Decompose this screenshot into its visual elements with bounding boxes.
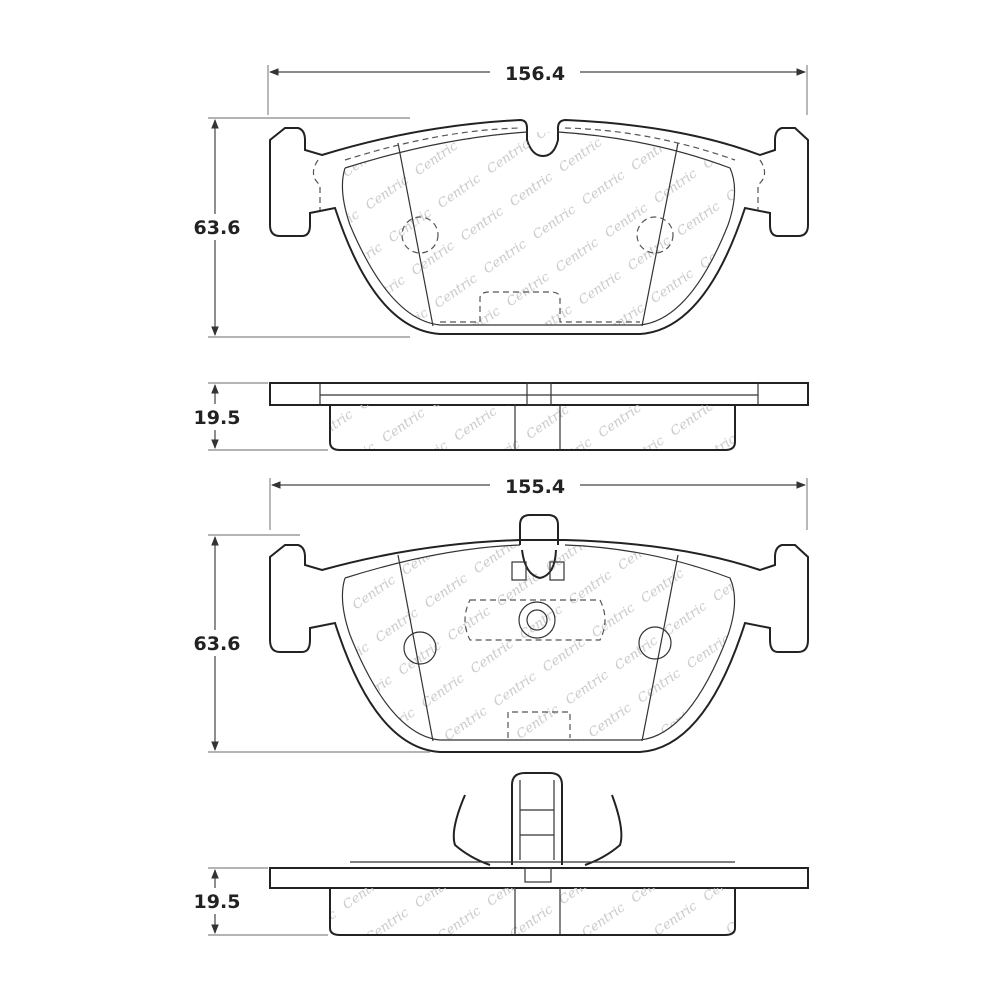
pad-2-thickness-dimension: 19.5 bbox=[186, 867, 328, 936]
pad-2-width-dimension: 155.4 bbox=[269, 473, 808, 530]
pad-2-height-label: 63.6 bbox=[194, 633, 241, 655]
pad-1-width-dimension: 156.4 bbox=[267, 60, 808, 115]
pad-1-height-dimension: 63.6 bbox=[186, 117, 410, 338]
pad-1-height-label: 63.6 bbox=[194, 217, 241, 239]
spring-clip bbox=[452, 772, 623, 866]
pad-1-width-label: 156.4 bbox=[505, 63, 565, 85]
pad-2-thickness-label: 19.5 bbox=[194, 891, 241, 913]
pad-2-height-dimension: 63.6 bbox=[186, 534, 430, 753]
pad-1-thickness-label: 19.5 bbox=[194, 407, 241, 429]
pad-2-width-label: 155.4 bbox=[505, 476, 565, 498]
pad-1-thickness-dimension: 19.5 bbox=[186, 382, 328, 451]
